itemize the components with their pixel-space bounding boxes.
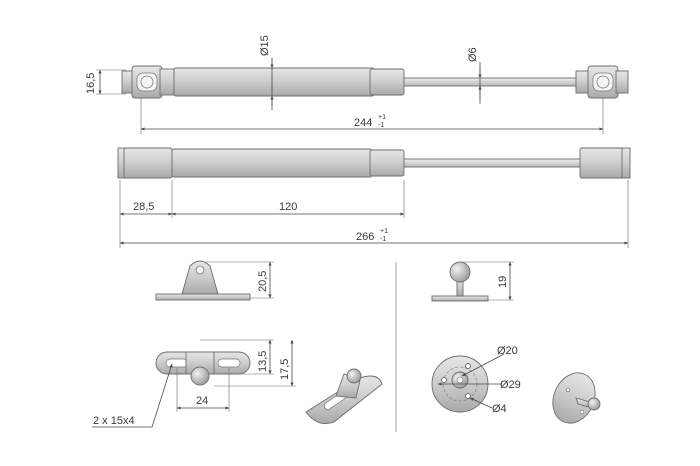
end-length-label: 28,5	[133, 201, 154, 213]
top-piston-rod	[403, 77, 579, 87]
bottom-cylinder-body	[171, 148, 373, 178]
ball-height-label: 19	[497, 276, 509, 288]
total-tol-lower: -1	[380, 236, 386, 243]
bottom-gas-spring: 28,5 120 266 +1 -1	[117, 147, 631, 248]
dia-hole-label: Ø4	[492, 403, 507, 415]
top-right-end-fitting	[575, 65, 629, 99]
bracket-3d-view	[305, 368, 383, 425]
slots-label: 2 x 15x4	[93, 415, 135, 427]
bottom-right-cap	[621, 147, 631, 179]
ball-mount-side-view: 19	[431, 261, 514, 302]
dia-rod-label: Ø6	[467, 47, 479, 62]
stroke-length-label: 120	[279, 201, 297, 213]
ball-mount-3d-view	[552, 372, 601, 424]
dia-outer-label: Ø20	[497, 345, 518, 357]
bracket-side-view: 20,5	[155, 260, 274, 301]
bottom-cylinder-collar	[369, 149, 405, 177]
height-label: 16,5	[85, 73, 97, 94]
length-tol-upper: +1	[378, 114, 386, 121]
length-label: 244	[354, 117, 372, 129]
bottom-right-end	[579, 147, 625, 179]
bracket-dim-13-label: 13,5	[257, 351, 269, 372]
hole-spacing-label: 24	[196, 395, 208, 407]
dia-body-label: Ø15	[259, 35, 271, 56]
ball-mount-top-view: Ø20 Ø29 Ø4	[431, 345, 521, 415]
bracket-top-view: 13,5 17,5 24 2 x 15x4	[92, 339, 296, 428]
bracket-dim-17-label: 17,5	[279, 359, 291, 380]
top-cylinder-collar	[369, 68, 405, 96]
total-length-label: 266	[356, 231, 374, 243]
length-tol-lower: -1	[378, 122, 384, 129]
top-cylinder-body	[173, 67, 375, 97]
bottom-left-end	[123, 147, 173, 179]
bracket-height-label: 20,5	[257, 271, 269, 292]
top-left-end-fitting	[121, 65, 175, 99]
dia-circle-label: Ø29	[500, 379, 521, 391]
top-gas-spring: Ø15 Ø6 16,5 244 +1 -1	[85, 35, 629, 134]
total-tol-upper: +1	[380, 228, 388, 235]
bottom-piston-rod	[403, 158, 583, 168]
